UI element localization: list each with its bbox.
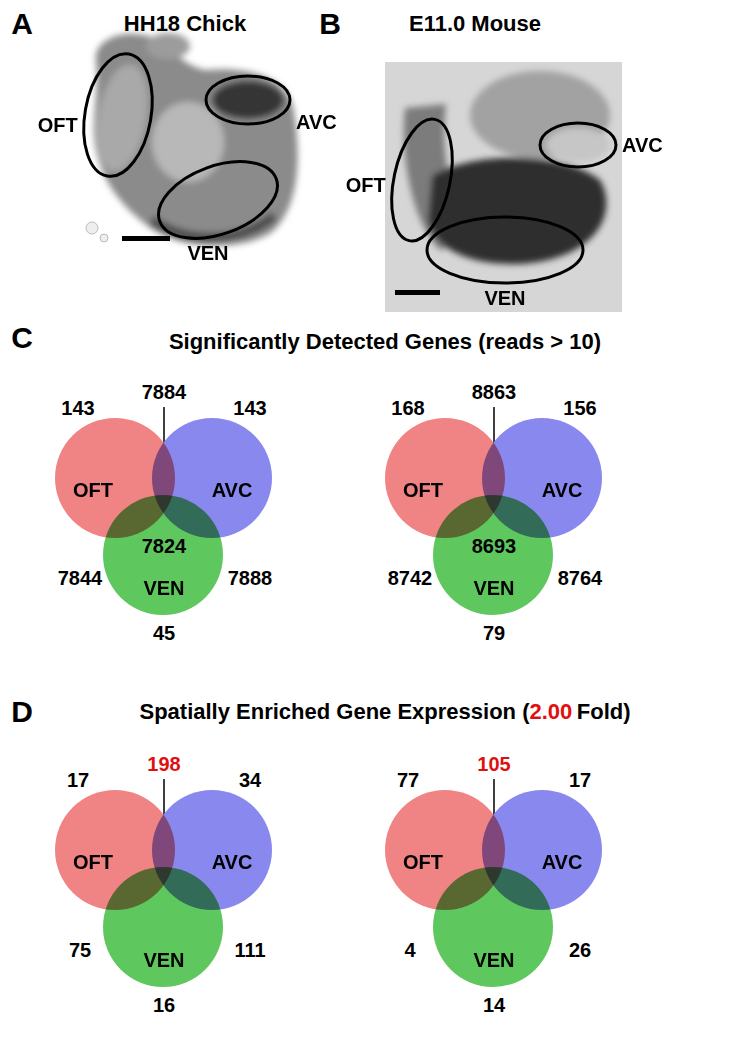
ellipse-outline <box>540 123 616 167</box>
ellipse-outline <box>427 217 583 283</box>
outflow-tube <box>89 61 155 176</box>
count-number: 156 <box>563 397 596 420</box>
bubble <box>100 234 108 242</box>
panel-letter: C <box>11 321 33 356</box>
region-ellipse: AVC <box>536 103 620 187</box>
count-number: 8693 <box>472 535 517 558</box>
count-number: 75 <box>69 939 91 962</box>
ventricle <box>428 158 606 264</box>
region-ellipse: VEN <box>423 168 587 332</box>
circle-fill <box>433 867 553 987</box>
count-number: 14 <box>483 994 505 1017</box>
region-name: VEN <box>187 242 228 265</box>
panel-title: E11.0 Mouse <box>409 11 541 36</box>
panel-title: Significantly Detected Genes (reads > 10… <box>169 329 601 354</box>
label-holder: 2.00 <box>529 699 572 724</box>
set-name: OFT <box>73 851 113 874</box>
scale-bar <box>395 290 440 295</box>
region-name: OFT <box>346 174 386 197</box>
count-number: 8764 <box>558 567 603 590</box>
region-ellipse: AVC <box>202 54 294 146</box>
region-ellipse: OFT <box>356 114 488 246</box>
ellipse-outline <box>206 76 290 124</box>
count-number: 111 <box>234 939 265 962</box>
venn-circle: VEN <box>103 867 223 987</box>
region-name: VEN <box>484 287 525 310</box>
circle-fill <box>433 495 553 615</box>
count-number: 7884 <box>142 381 187 404</box>
panel-title: Fold) <box>577 699 631 724</box>
region-ellipse: VEN <box>152 134 284 266</box>
title-row: Spatially Enriched Gene Expression (2.00… <box>139 699 630 724</box>
count-number: 168 <box>391 397 424 420</box>
region-ellipse: OFT <box>52 49 184 181</box>
shape-outline <box>202 54 294 146</box>
count-number: 26 <box>569 939 591 962</box>
count-number: 7888 <box>228 567 273 590</box>
set-name: OFT <box>403 479 443 502</box>
set-name: AVC <box>542 479 583 502</box>
region-name: AVC <box>296 111 337 134</box>
count-number: 45 <box>153 622 175 645</box>
set-name: AVC <box>542 851 583 874</box>
count-number: 17 <box>569 769 591 792</box>
panel-letter: A <box>11 7 33 42</box>
venn-circle: VEN <box>433 867 553 987</box>
shape-outline <box>536 103 620 187</box>
count-number: 7824 <box>142 535 187 558</box>
count-number: 4 <box>404 939 415 962</box>
scale-bar <box>122 236 170 241</box>
set-name: AVC <box>212 479 253 502</box>
canal-shadow <box>212 81 284 119</box>
label-holder: Spatially Enriched Gene Expression ( <box>139 699 529 724</box>
count-number: 198 <box>147 753 180 776</box>
count-number: 34 <box>239 769 261 792</box>
region-name: OFT <box>38 114 78 137</box>
set-name: VEN <box>143 577 184 600</box>
photo-ground <box>385 62 622 312</box>
count-number: 77 <box>397 769 419 792</box>
set-name: OFT <box>403 851 443 874</box>
panel-letter: D <box>11 695 33 730</box>
ellipse-outline <box>148 147 288 253</box>
bubble <box>86 222 98 234</box>
count-number: 16 <box>153 994 175 1017</box>
region-name: AVC <box>622 134 663 157</box>
heart-bulb <box>146 33 190 59</box>
set-name: VEN <box>473 577 514 600</box>
count-number: 8863 <box>472 381 517 404</box>
set-name: AVC <box>212 851 253 874</box>
circle-fill <box>103 495 223 615</box>
panel-title: Spatially Enriched Gene Expression ( <box>139 699 529 724</box>
count-number: 8742 <box>388 567 433 590</box>
count-number: 105 <box>477 753 510 776</box>
count-number: 143 <box>61 397 94 420</box>
count-number: 17 <box>67 769 89 792</box>
fold-value: 2.00 <box>529 699 572 724</box>
ellipse-outline <box>75 48 162 182</box>
panel-title: HH18 Chick <box>124 11 246 36</box>
set-name: VEN <box>143 949 184 972</box>
set-name: VEN <box>473 949 514 972</box>
count-number: 7844 <box>58 567 103 590</box>
chick-heart <box>89 33 298 246</box>
count-number: 143 <box>233 397 266 420</box>
count-number: 79 <box>483 622 505 645</box>
circle-fill <box>103 867 223 987</box>
canal-region <box>546 128 610 162</box>
panel-letter: B <box>319 7 341 42</box>
label-holder: Fold) <box>577 699 631 724</box>
set-name: OFT <box>73 479 113 502</box>
